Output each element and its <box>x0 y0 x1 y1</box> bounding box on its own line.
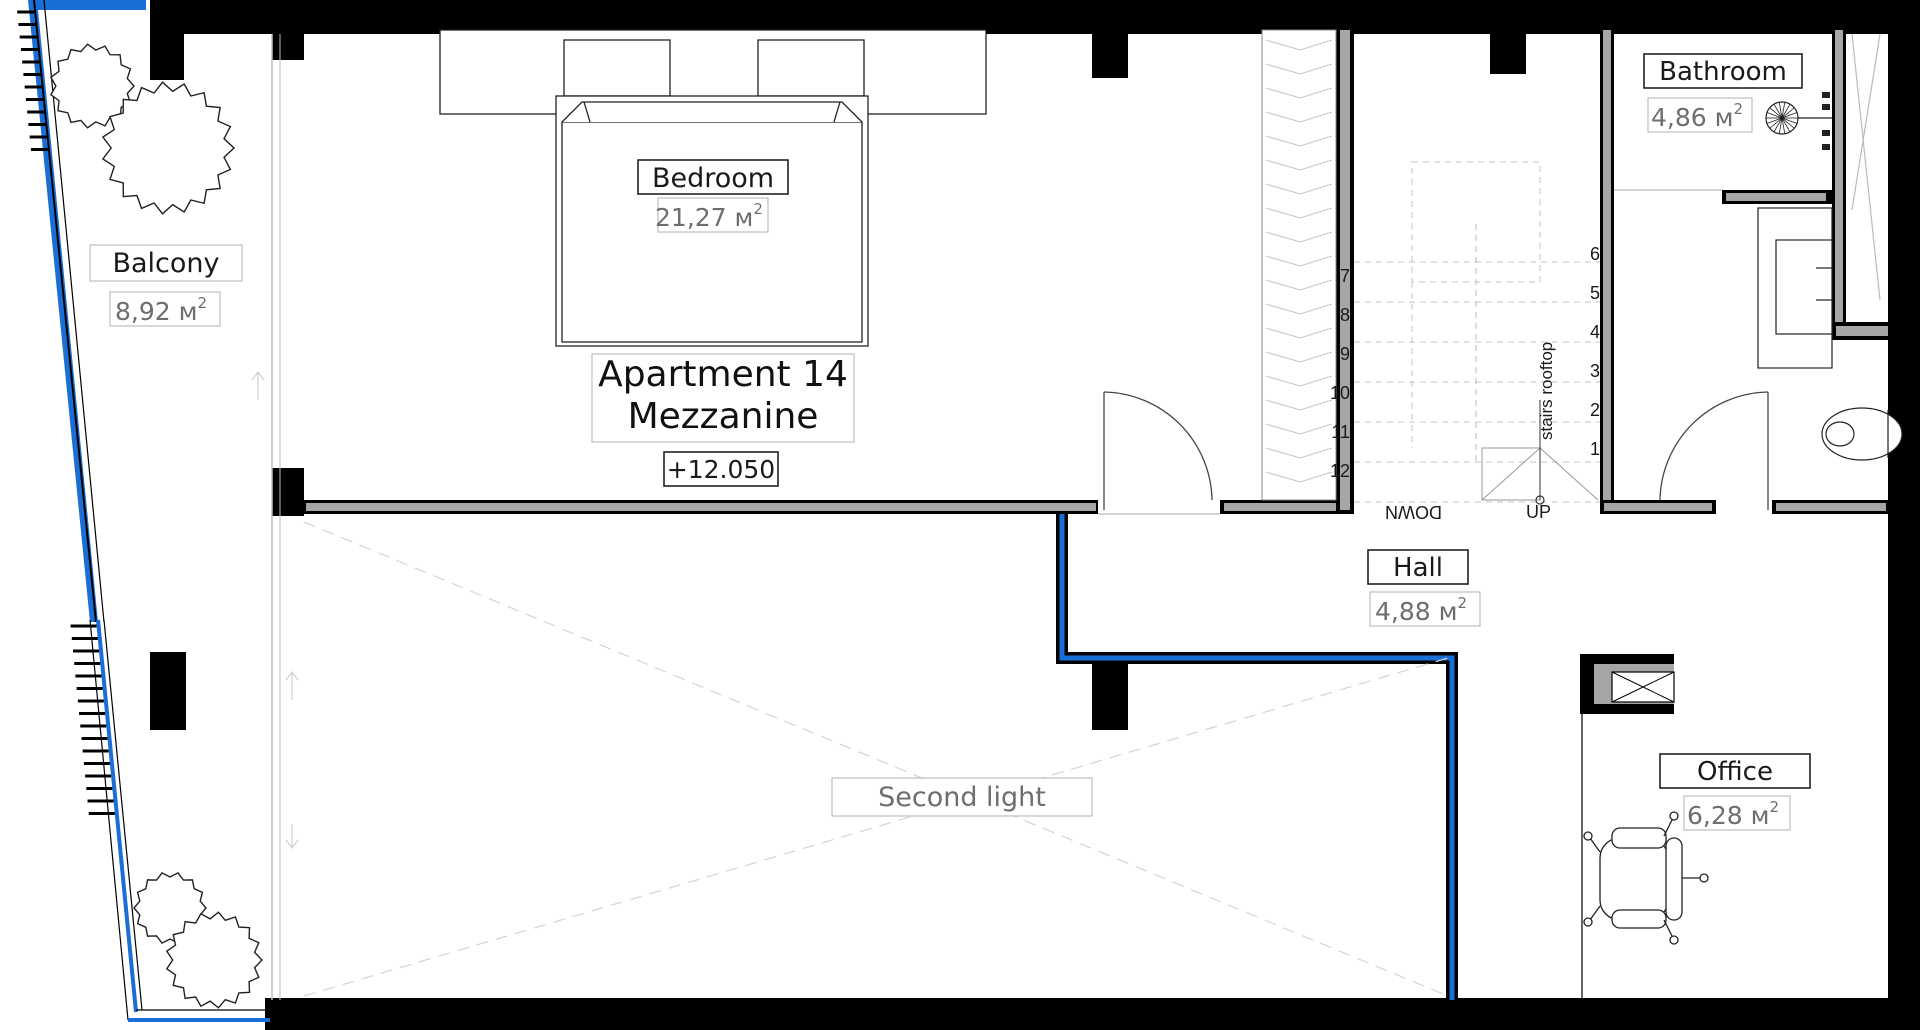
shower-head-icon <box>1765 92 1832 150</box>
plan-title-line2: Mezzanine <box>628 396 819 437</box>
office-chair-icon <box>1583 811 1709 945</box>
stair-step-number: 4 <box>1590 322 1600 342</box>
stair-step-numbers-right: 6 5 4 3 2 1 <box>1590 244 1600 459</box>
room-label-balcony: Balcony 8,92 м2 <box>89 244 243 327</box>
balcony-trees <box>49 43 263 1009</box>
doors <box>1098 391 1769 515</box>
room-area-bedroom: 21,27 м2 <box>655 200 763 232</box>
plan-level: +12.050 <box>667 455 775 484</box>
stair-step-number: 2 <box>1590 400 1600 420</box>
room-area-balcony: 8,92 м2 <box>115 294 207 326</box>
tree-icon <box>165 911 263 1009</box>
room-area-bathroom: 4,86 м2 <box>1651 100 1743 132</box>
level-arrows <box>251 371 299 849</box>
stair-step-number: 3 <box>1590 361 1600 381</box>
stair-step-number: 7 <box>1340 266 1350 286</box>
room-label-bedroom: Bedroom 21,27 м2 <box>637 159 789 233</box>
stair-step-number: 1 <box>1590 439 1600 459</box>
stair-step-number: 6 <box>1590 244 1600 264</box>
bathroom-fixtures <box>1614 33 1903 461</box>
stair-step-number: 9 <box>1340 344 1350 364</box>
stair-step-number: 10 <box>1330 383 1350 403</box>
room-label-hall: Hall 4,88 м2 <box>1367 549 1481 627</box>
second-light-void <box>303 521 1449 997</box>
stairs-label: stairs rooftop <box>1537 342 1556 440</box>
stairs-down-label: DOWN <box>1385 502 1442 522</box>
stair-step-number: 12 <box>1330 461 1350 481</box>
plan-title: Apartment 14 Mezzanine +12.050 <box>591 353 855 487</box>
room-label-office: Office 6,28 м2 <box>1659 753 1811 831</box>
tree-icon <box>101 81 236 215</box>
room-area-hall: 4,88 м2 <box>1375 594 1467 626</box>
plan-title-line1: Apartment 14 <box>598 354 848 395</box>
room-label-bathroom: Bathroom 4,86 м2 <box>1643 53 1803 133</box>
stair-step-number: 8 <box>1340 305 1350 325</box>
room-area-office: 6,28 м2 <box>1687 798 1779 830</box>
stairs-up-label: UP <box>1526 502 1551 522</box>
stair-step-numbers-left: 7 8 9 10 11 12 <box>1330 266 1350 481</box>
stair-step-number: 11 <box>1331 422 1350 442</box>
interior-walls <box>302 30 1888 1000</box>
room-name-balcony: Balcony <box>112 248 219 279</box>
room-name-office: Office <box>1697 757 1773 787</box>
stair-step-number: 5 <box>1590 283 1600 303</box>
room-label-second-light: Second light <box>831 777 1093 817</box>
balcony-railing <box>17 10 115 815</box>
wardrobe <box>1261 29 1337 501</box>
room-name-bathroom: Bathroom <box>1659 57 1787 87</box>
stairs <box>1354 161 1600 505</box>
outer-walls <box>150 0 1920 1030</box>
room-name-second-light: Second light <box>878 782 1046 813</box>
room-name-hall: Hall <box>1393 553 1443 583</box>
room-name-bedroom: Bedroom <box>652 163 774 194</box>
